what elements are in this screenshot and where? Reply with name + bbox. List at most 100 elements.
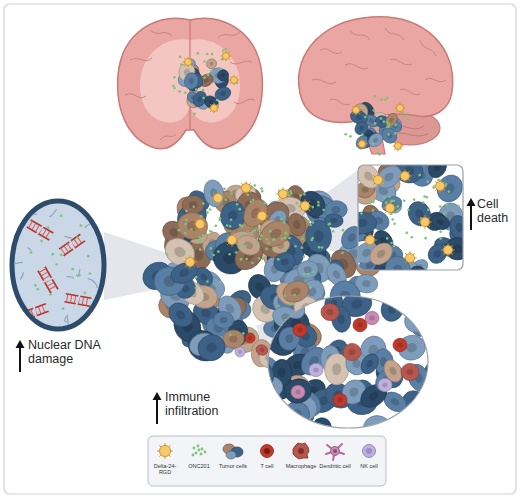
drug-dot (216, 99, 219, 102)
cell-nucleus (436, 218, 445, 226)
macrophage (255, 343, 270, 357)
virus (351, 105, 362, 116)
drug-dot (261, 190, 264, 193)
drug-dot (87, 255, 90, 258)
drug-dot (209, 208, 212, 211)
cell-body (358, 351, 382, 377)
drug-dot (47, 226, 50, 229)
drug-dot (260, 187, 263, 190)
cell-nucleus (347, 386, 360, 399)
dna-rung (42, 229, 46, 236)
drug-dot (384, 99, 387, 102)
drug-dot (229, 225, 232, 228)
virus-capsid (374, 176, 383, 185)
virus (418, 215, 432, 229)
drug-dot (437, 179, 440, 182)
chromatin (28, 248, 31, 251)
cell-nucleus (337, 397, 342, 402)
cell-nucleus (349, 349, 356, 355)
drug-dot (262, 257, 265, 260)
cell-body (242, 356, 280, 394)
legend-label: ONC201 (182, 463, 216, 469)
cell-body (401, 363, 419, 380)
cell-nucleus (433, 165, 442, 172)
virus-capsid (406, 254, 415, 263)
tumor-cell (280, 277, 312, 306)
dna-rung (82, 297, 83, 305)
drug-dot (369, 201, 372, 204)
cell-nucleus (382, 382, 387, 387)
virus-capsid (214, 194, 223, 203)
drug-dot (393, 245, 396, 248)
t-cell-icon (261, 445, 274, 458)
drug-dot (206, 280, 209, 283)
drug-dot (317, 201, 320, 204)
cell-body (293, 323, 307, 336)
virus-capsid (421, 218, 430, 227)
drug-dot (76, 236, 79, 239)
drug-dot (258, 257, 261, 260)
tumor-cell (202, 93, 221, 111)
cell-nucleus (200, 307, 213, 319)
drug-dot (198, 236, 201, 239)
cell-nucleus (332, 363, 342, 375)
drug-dot (307, 273, 310, 276)
drug-dot (360, 212, 363, 215)
cell-body (333, 393, 347, 406)
drug-dot (301, 237, 304, 240)
drug-dot (262, 309, 265, 312)
drug-dot (281, 238, 284, 241)
dna-rung (86, 298, 87, 306)
frame (4, 4, 516, 494)
drug-dot (84, 291, 87, 294)
cell-body (429, 212, 452, 232)
tumor-cell (168, 259, 201, 287)
chromatin (88, 279, 98, 288)
dna-rung (66, 294, 67, 302)
drug-dot (332, 230, 335, 233)
virus-capsid (397, 105, 404, 112)
drug-dot (377, 152, 380, 155)
cell-nucleus (297, 327, 302, 332)
drug-dot (373, 95, 376, 98)
drug-dot (219, 281, 222, 284)
cell-nucleus (259, 347, 265, 352)
coronal-brain (118, 18, 263, 149)
virus (276, 187, 290, 201)
drug-dot (303, 273, 306, 276)
cell-nucleus (327, 309, 334, 315)
t-cell (293, 323, 307, 336)
drug-dot (218, 218, 221, 221)
cell-body (400, 303, 433, 337)
legend-label: Macrophage (284, 463, 318, 469)
drug-dot (313, 271, 316, 274)
cell-nucleus (429, 369, 437, 379)
drug-dot (206, 53, 209, 56)
cell-body (194, 331, 229, 365)
up-arrow (470, 204, 472, 230)
virus (209, 103, 220, 114)
cell-body (291, 385, 305, 398)
drug-dot (259, 238, 262, 241)
cell-nucleus (443, 182, 456, 196)
cell-body (235, 347, 245, 357)
drug-dot (62, 307, 65, 310)
dna-rung (61, 248, 66, 255)
virus (357, 139, 368, 150)
drug-dot (212, 254, 215, 257)
cell-body (321, 303, 339, 320)
cell-nucleus (407, 369, 414, 375)
dna-rung (47, 282, 54, 286)
cell-nucleus (285, 334, 294, 344)
tumor-cell (216, 68, 231, 83)
drug-dot (210, 247, 213, 250)
drug-dot (426, 181, 429, 184)
chromatin (66, 277, 73, 279)
drug-dot (341, 252, 344, 255)
drug-dot (457, 205, 460, 208)
drug-dot (317, 204, 320, 207)
legend-label: Delta-24-RGD (148, 463, 182, 475)
tumor-cell (372, 165, 405, 193)
tumor-cell (164, 298, 197, 331)
cell-nucleus (248, 336, 252, 340)
